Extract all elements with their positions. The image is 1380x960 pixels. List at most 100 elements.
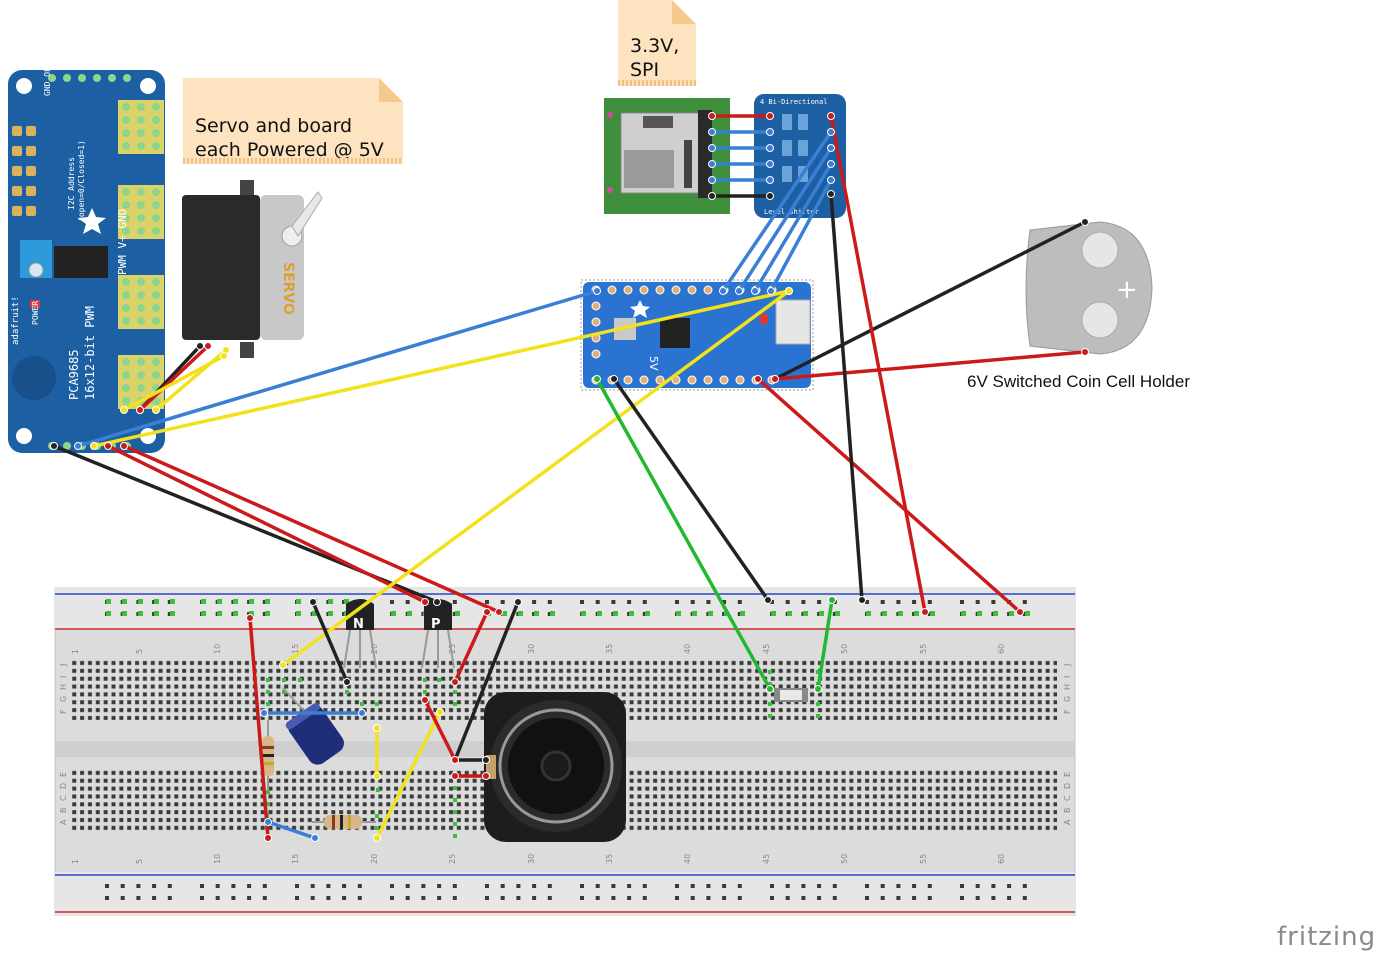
row-letter: A: [1063, 819, 1072, 825]
wire-end: [735, 287, 743, 295]
col-number: 25: [448, 644, 457, 654]
wires: [52, 114, 1087, 840]
col-number: 35: [605, 644, 614, 654]
row-letter: E: [59, 772, 68, 777]
wire-end: [204, 342, 212, 350]
wire-black: [311, 600, 349, 684]
wire-end: [766, 192, 774, 200]
svg-text:+: +: [1116, 275, 1138, 305]
wire-yellow: [375, 710, 442, 840]
wire-end: [152, 406, 160, 414]
row-letter: D: [1063, 783, 1072, 789]
col-number: 15: [291, 854, 300, 864]
wire-red: [248, 616, 270, 840]
sd-power-note-text: 3.3V, SPI: [630, 35, 680, 81]
wire-end: [827, 176, 835, 184]
wire-end: [785, 287, 793, 295]
row-letter: C: [59, 795, 68, 801]
level-shifter-title: 4 Bi-Directional: [760, 98, 827, 106]
wire-red: [106, 444, 427, 604]
fritzing-logo: fritzing: [1277, 922, 1377, 952]
wire-end: [451, 756, 459, 764]
wire-end: [593, 375, 601, 383]
wire-end: [495, 608, 503, 616]
pwm-board-maker: adafruit!: [11, 296, 21, 345]
servo-power-note: Servo and board each Powered @ 5V: [183, 78, 403, 164]
servo-motor: SERVO: [182, 180, 323, 358]
note-fold-icon: [672, 0, 696, 24]
wire-end: [433, 598, 441, 606]
row-letter: H: [59, 684, 68, 690]
electrolytic-capacitor: [282, 687, 344, 765]
wire-end: [593, 287, 601, 295]
wire-end: [421, 598, 429, 606]
wire-yellow: [122, 354, 226, 412]
npn-transistor: N: [343, 599, 377, 669]
wire-end: [827, 190, 835, 198]
wire-end: [828, 596, 836, 604]
pnp-label: P: [431, 617, 441, 632]
wire-end: [766, 128, 774, 136]
note-fold-icon: [379, 78, 403, 102]
wire-end: [436, 708, 444, 716]
wire-end: [708, 176, 716, 184]
col-number: 1: [71, 859, 80, 864]
wire-end: [311, 834, 319, 842]
wire-blue: [721, 130, 833, 293]
pwm-board-subtitle: 16x12-bit PWM: [83, 306, 97, 400]
wire-end: [766, 160, 774, 168]
col-number: 10: [213, 644, 222, 654]
col-number: 30: [527, 854, 536, 864]
wire-end: [421, 696, 429, 704]
col-number: 45: [762, 644, 771, 654]
wire-end: [373, 772, 381, 780]
row-letter: H: [1063, 684, 1072, 690]
pro-trinket-board: 5V: [580, 279, 814, 391]
wire-end: [754, 375, 762, 383]
wire-blue: [266, 820, 317, 840]
wire-end: [1016, 608, 1024, 616]
wire-end: [196, 342, 204, 350]
wire-end: [814, 685, 822, 693]
wire-endpoints: [50, 112, 1089, 842]
row-letter: I: [59, 676, 68, 678]
connected-holes: [106, 599, 1030, 838]
row-letter: B: [1063, 808, 1072, 814]
wire-end: [260, 709, 268, 717]
col-number: 5: [135, 649, 144, 654]
wire-end: [708, 144, 716, 152]
wire-end: [827, 128, 835, 136]
wire-black: [612, 377, 770, 602]
row-letter: G: [1063, 696, 1072, 702]
wire-end: [719, 287, 727, 295]
wire-end: [858, 596, 866, 604]
pwm-power-label: POWER: [31, 301, 40, 325]
wire-end: [90, 442, 98, 450]
wire-end: [358, 709, 366, 717]
wire-end: [766, 112, 774, 120]
wire-end: [771, 375, 779, 383]
servo-power-note-text: Servo and board each Powered @ 5V: [195, 115, 384, 161]
wire-red: [453, 610, 489, 684]
wire-blue: [737, 146, 833, 293]
wire-end: [343, 678, 351, 686]
row-letter: I: [1063, 676, 1072, 678]
wire-end: [246, 614, 254, 622]
wire-red: [122, 444, 501, 614]
pwm-top-pins: GND OE SCL SDA VCC V+: [43, 0, 52, 96]
pushbutton: [774, 688, 808, 702]
wire-red: [423, 698, 457, 762]
wire-end: [1081, 218, 1089, 226]
wire-red: [756, 377, 1022, 614]
col-number: 55: [919, 854, 928, 864]
row-letter: G: [59, 696, 68, 702]
wire-end: [751, 287, 759, 295]
breadboard: 1155101015152020252530303535404045455050…: [54, 587, 1076, 916]
wire-end: [264, 818, 272, 826]
pwm-side-label: PWM V+ GND: [116, 209, 129, 275]
wire-end: [373, 834, 381, 842]
row-letter: J: [1063, 664, 1072, 667]
wire-end: [120, 442, 128, 450]
row-letter: F: [59, 709, 68, 714]
